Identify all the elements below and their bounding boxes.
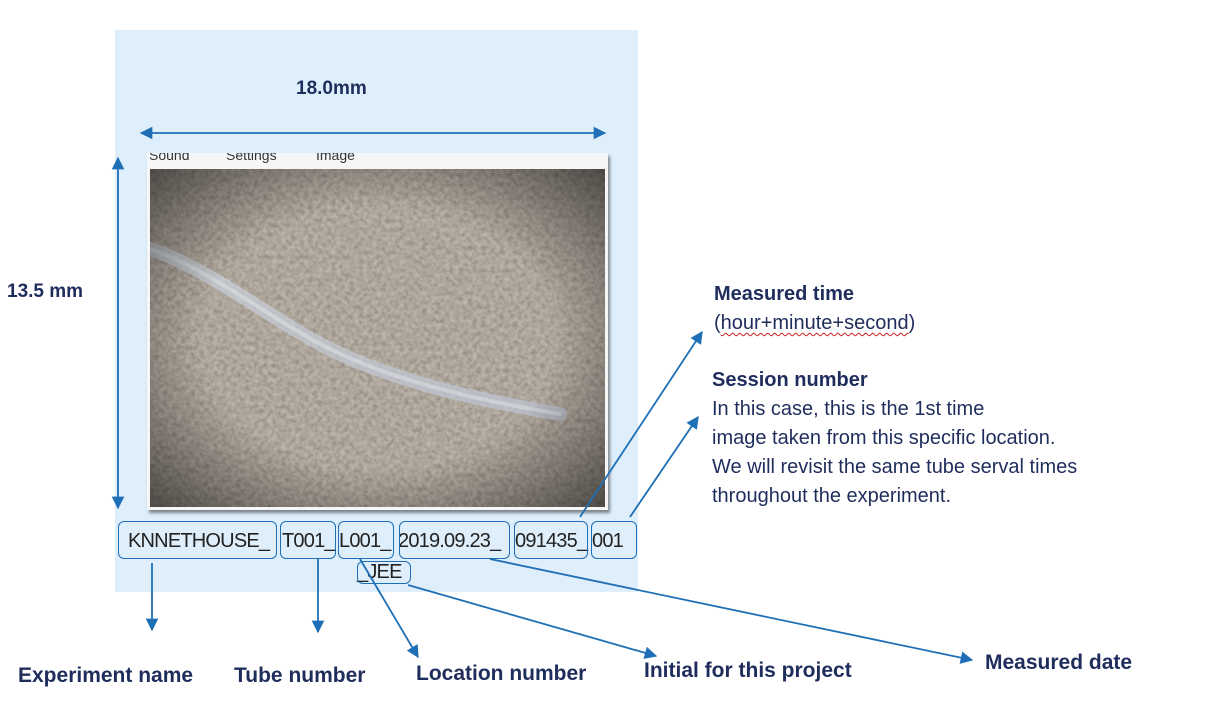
label-location-number: Location number xyxy=(416,662,587,685)
session-line-2: image taken from this specific location. xyxy=(712,427,1056,449)
session-line-4: throughout the experiment. xyxy=(712,485,952,507)
box-experiment xyxy=(118,521,277,559)
filename-part-tube: T001_ xyxy=(282,530,336,552)
sample-photo xyxy=(150,169,605,507)
filename-part-session: 001 xyxy=(592,530,624,552)
box-location xyxy=(338,521,394,559)
measured-time-title: Measured time xyxy=(714,283,855,305)
box-tube xyxy=(280,521,336,559)
measured-time-open-paren: ( xyxy=(714,312,721,334)
label-measured-date: Measured date xyxy=(985,651,1133,674)
date-pointer-icon xyxy=(489,558,974,664)
measured-time-note: Measured time (hour+minute+second) xyxy=(714,280,915,338)
box-session xyxy=(591,521,637,559)
menu-item-sound[interactable]: Sound xyxy=(149,153,190,163)
filename-part-date: 2019.09.23_ xyxy=(398,530,501,552)
location-pointer-icon xyxy=(359,558,419,659)
session-title: Session number xyxy=(712,369,868,391)
measured-time-detail: hour+minute+second xyxy=(720,312,909,334)
menu-item-image[interactable]: Image xyxy=(316,153,355,163)
box-time xyxy=(514,521,588,559)
camera-app-window: Sound Settings Image xyxy=(147,153,608,510)
label-tube-number: Tube number xyxy=(234,664,366,687)
session-pointer-icon xyxy=(629,415,699,518)
menu-item-settings[interactable]: Settings xyxy=(226,153,277,163)
width-dimension-label: 18.0mm xyxy=(296,78,367,99)
menu-bar: Sound Settings Image xyxy=(147,153,608,167)
session-line-3: We will revisit the same tube serval tim… xyxy=(712,456,1078,478)
session-line-1: In this case, this is the 1st time xyxy=(712,398,985,420)
box-date xyxy=(399,521,510,559)
box-initial xyxy=(357,561,411,584)
filename-part-experiment: KNNETHOUSE_ xyxy=(128,530,270,552)
filename-part-initial: _JEE xyxy=(357,561,402,583)
label-initial: Initial for this project xyxy=(644,659,852,682)
measured-time-close-paren: ) xyxy=(908,312,916,334)
filename-part-location: L001_ xyxy=(339,530,391,552)
label-experiment-name: Experiment name xyxy=(18,664,194,687)
soil-texture-image xyxy=(150,169,605,507)
session-number-note: Session number In this case, this is the… xyxy=(712,366,1077,511)
height-dimension-label: 13.5 mm xyxy=(7,281,84,302)
time-pointer-icon xyxy=(579,330,703,518)
initial-pointer-icon xyxy=(407,584,658,659)
filename-part-time: 091435_ xyxy=(515,530,588,552)
